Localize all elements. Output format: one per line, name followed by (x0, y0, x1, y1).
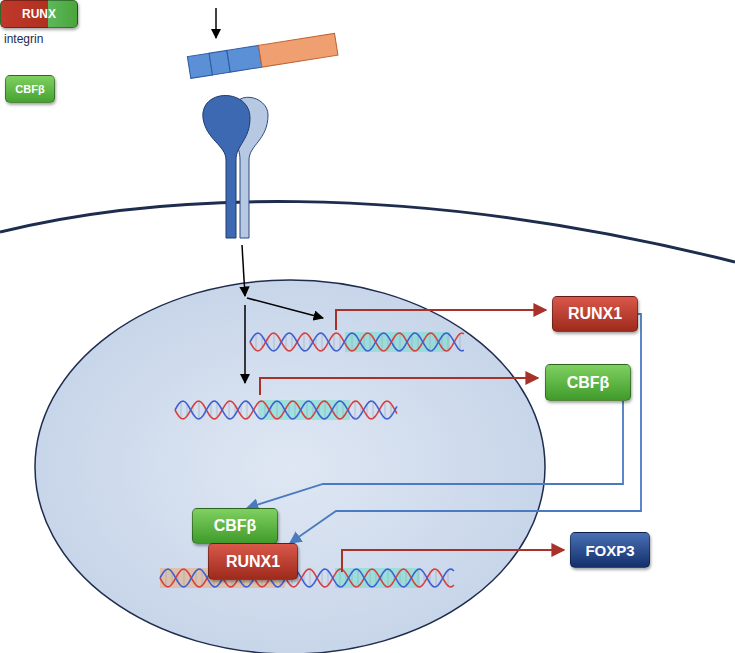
node-text: RUNX1 (568, 305, 622, 323)
translocation-arrow (290, 314, 641, 543)
protein-box: FOXP3 (570, 532, 650, 568)
protein-box: RUNX1 (552, 296, 638, 332)
integrin-subunit (203, 96, 250, 239)
node-text: FOXP3 (585, 542, 634, 559)
ligand (187, 33, 338, 78)
protein-box: RUNX1 (208, 543, 298, 580)
node-text: RUNX (22, 7, 56, 21)
node-text: RUNX1 (226, 553, 280, 571)
protein-box: RUNX (0, 0, 78, 28)
node-text: CBFβ (567, 374, 610, 392)
nucleus (35, 280, 545, 653)
node-text: CBFβ (214, 517, 257, 535)
signal-arrow (215, 8, 217, 38)
cell-membrane (0, 201, 735, 262)
node-text: CBFβ (15, 83, 44, 95)
molecule-label: integrin (4, 32, 43, 46)
translocation-arrow (247, 401, 623, 508)
protein-box: CBFβ (192, 508, 278, 544)
protein-box: CBFβ (545, 364, 631, 401)
protein-box: CBFβ (5, 75, 55, 103)
signal-arrow (242, 245, 323, 383)
